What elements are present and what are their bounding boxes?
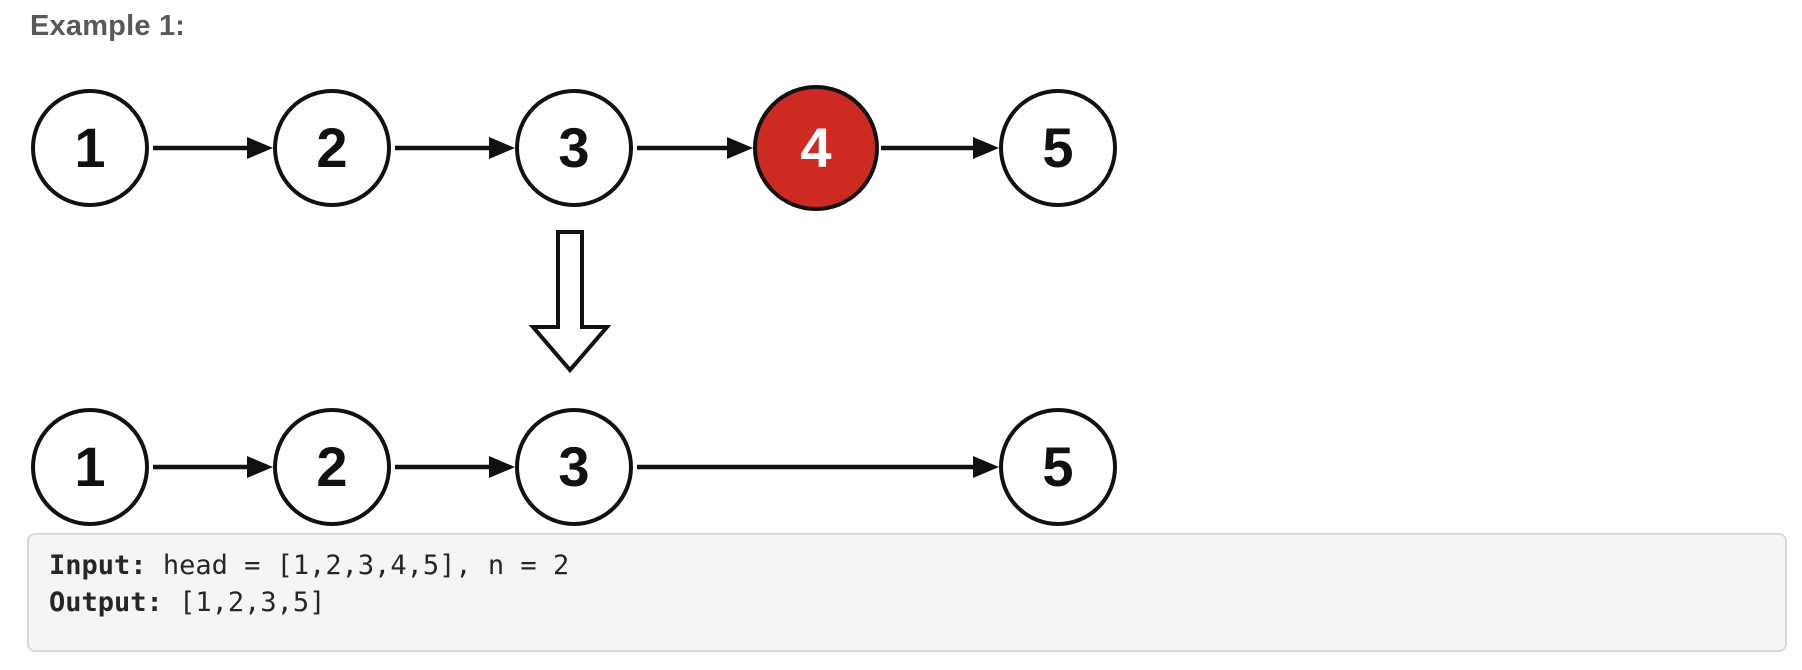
arrowhead-icon <box>973 137 999 159</box>
arrowhead-icon <box>247 137 273 159</box>
example-io-block: Input: head = [1,2,3,4,5], n = 2 Output:… <box>27 533 1787 652</box>
arrowhead-icon <box>973 456 999 478</box>
linked-list-diagram: 1 2 3 4 5 1 2 3 5 <box>31 85 1117 526</box>
list-node-5: 5 <box>999 89 1117 207</box>
input-value: head = [1,2,3,4,5], n = 2 <box>162 550 570 581</box>
down-arrow-icon <box>528 230 612 374</box>
result-node-5: 5 <box>999 408 1117 526</box>
list-node-2: 2 <box>273 89 391 207</box>
arrow-3-to-4 <box>637 137 753 159</box>
arrowhead-icon <box>489 456 515 478</box>
arrowhead-icon <box>247 456 273 478</box>
output-label: Output: <box>49 587 163 618</box>
arrowhead-icon <box>489 137 515 159</box>
result-node-1: 1 <box>31 408 149 526</box>
list-node-4-highlighted: 4 <box>753 85 879 211</box>
list-node-3: 3 <box>515 89 633 207</box>
result-arrow-2-to-3 <box>395 456 515 478</box>
result-arrow-3-to-5 <box>637 456 999 478</box>
list-node-1: 1 <box>31 89 149 207</box>
output-value: [1,2,3,5] <box>179 587 326 618</box>
result-node-3: 3 <box>515 408 633 526</box>
diagram-arrows <box>153 137 999 478</box>
arrow-4-to-5 <box>881 137 999 159</box>
example-title: Example 1: <box>30 10 186 42</box>
arrow-1-to-2 <box>153 137 273 159</box>
arrowhead-icon <box>727 137 753 159</box>
result-arrow-1-to-2 <box>153 456 273 478</box>
arrow-2-to-3 <box>395 137 515 159</box>
result-node-2: 2 <box>273 408 391 526</box>
input-label: Input: <box>49 550 147 581</box>
